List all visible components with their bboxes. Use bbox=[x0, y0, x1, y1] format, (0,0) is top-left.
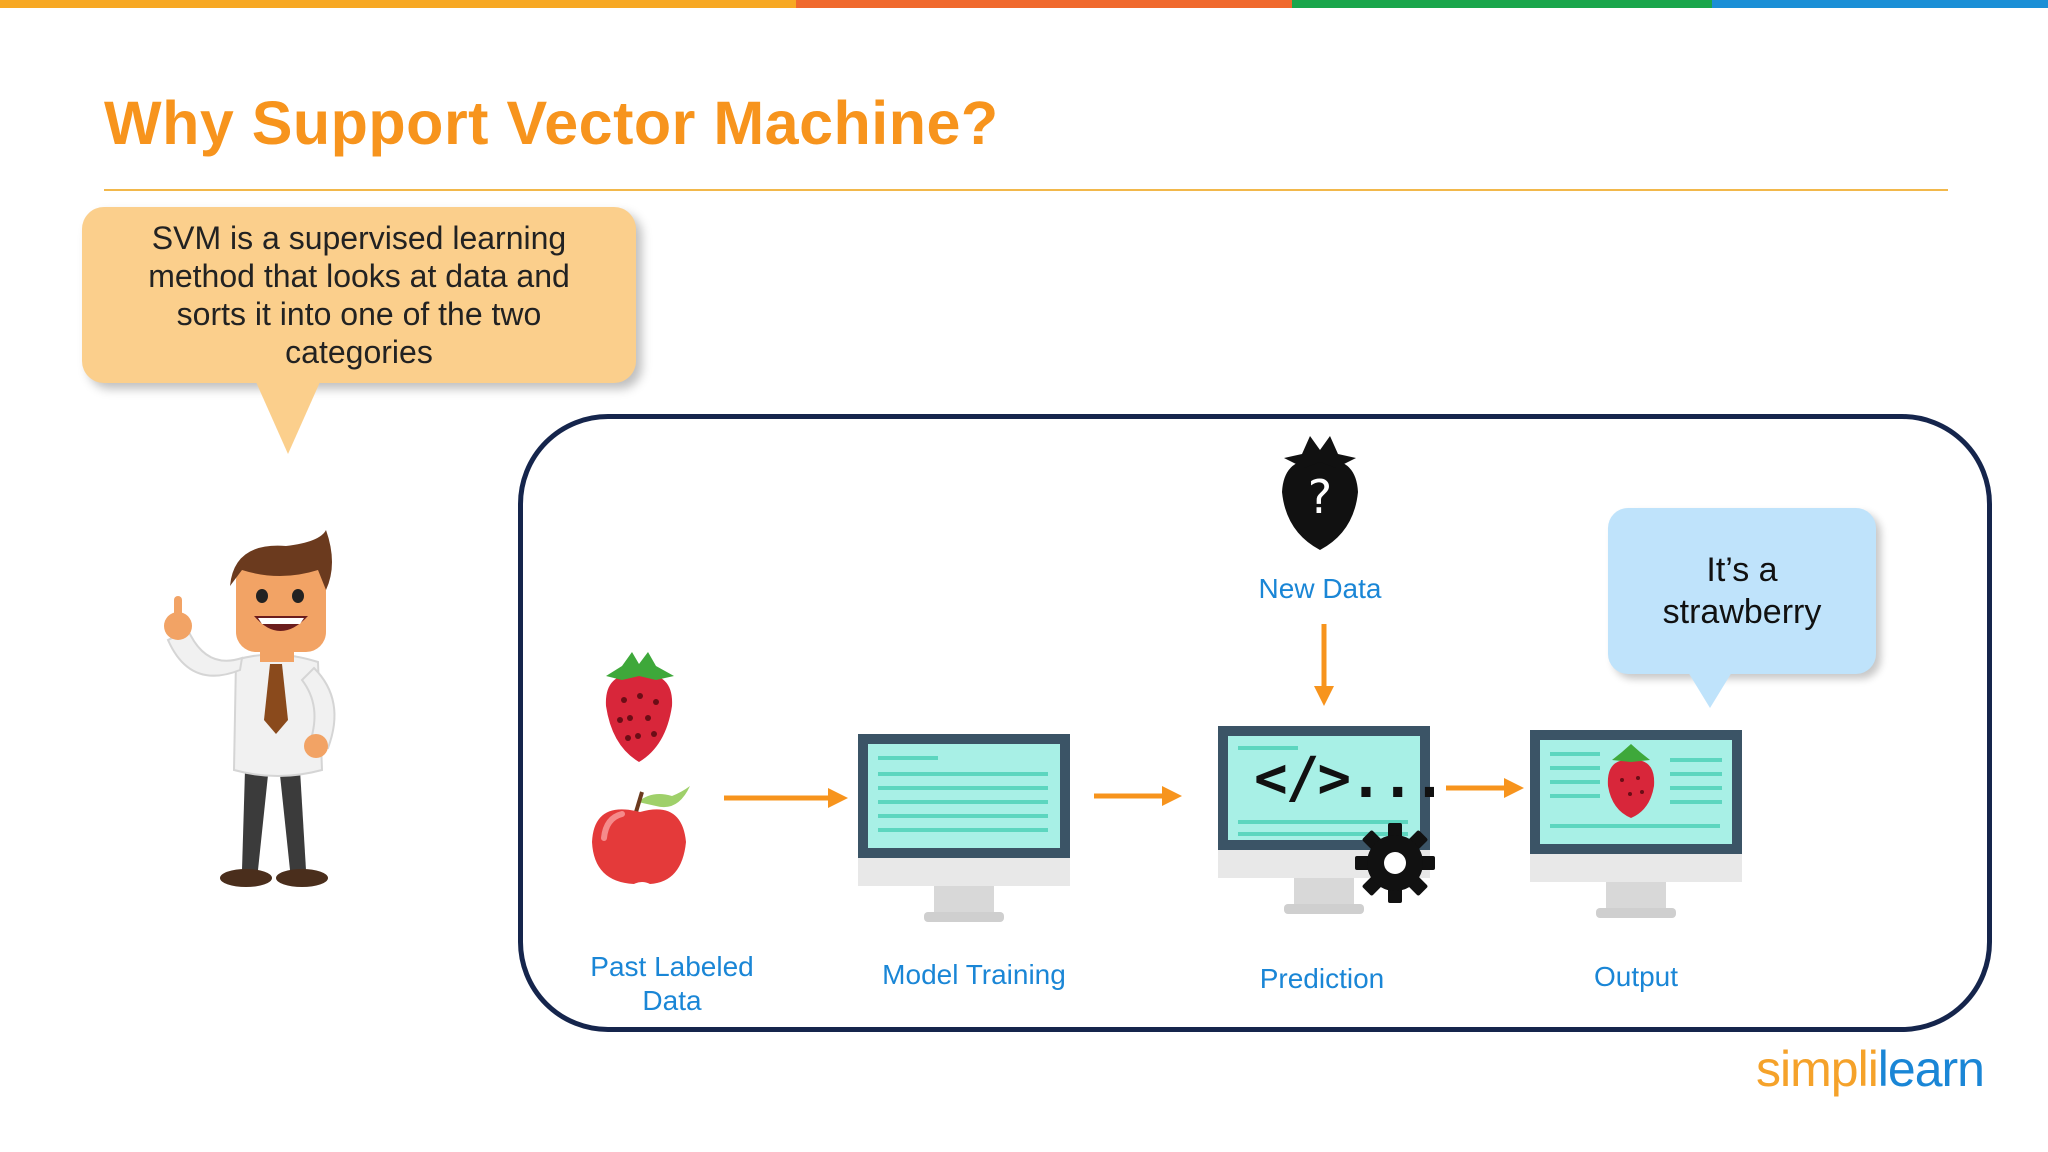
apple-icon bbox=[592, 786, 690, 884]
definition-text: SVM is a supervised learning method that… bbox=[148, 220, 570, 370]
gear-icon bbox=[1355, 823, 1435, 903]
question-mark: ? bbox=[1307, 470, 1333, 524]
slide-title: Why Support Vector Machine? bbox=[104, 89, 999, 157]
output-callout-line1: It’s a bbox=[1706, 551, 1778, 589]
code-symbol: </>... bbox=[1254, 746, 1446, 811]
process-diagram-frame bbox=[518, 414, 1992, 1032]
topbar-segment-green bbox=[1292, 0, 1712, 8]
step-label-prediction: Prediction bbox=[1259, 963, 1385, 994]
definition-callout: SVM is a supervised learning method that… bbox=[82, 207, 636, 383]
definition-callout-tail bbox=[256, 382, 320, 454]
monitor-model-training bbox=[858, 734, 1070, 922]
title-divider bbox=[104, 189, 1948, 191]
unknown-fruit-icon bbox=[1282, 436, 1358, 550]
monitor-output bbox=[1530, 730, 1742, 918]
topbar-segment-blue bbox=[1712, 0, 2048, 8]
arrow-right-icon bbox=[1094, 786, 1182, 806]
output-callout: It’s a strawberry bbox=[1608, 508, 1876, 674]
simplilearn-logo: simplilearn bbox=[1756, 1041, 1985, 1097]
output-callout-line2: strawberry bbox=[1662, 593, 1822, 631]
businessman-illustration bbox=[164, 530, 336, 887]
topbar-segment-orange bbox=[0, 0, 796, 8]
output-callout-tail bbox=[1688, 672, 1732, 708]
topbar-segment-red bbox=[796, 0, 1292, 8]
top-color-bar bbox=[0, 0, 2048, 8]
arrow-right-icon bbox=[1446, 778, 1524, 798]
step-label-output: Output bbox=[1593, 961, 1679, 992]
monitor-prediction bbox=[1218, 726, 1430, 914]
arrow-right-icon bbox=[724, 788, 848, 808]
new-data-label: New Data bbox=[1258, 573, 1382, 604]
arrow-down-icon bbox=[1314, 624, 1334, 706]
step-label-past-labeled-data: Past Labeled Data bbox=[590, 951, 754, 1016]
step-label-model-training: Model Training bbox=[882, 959, 1066, 990]
strawberry-icon bbox=[605, 652, 674, 762]
